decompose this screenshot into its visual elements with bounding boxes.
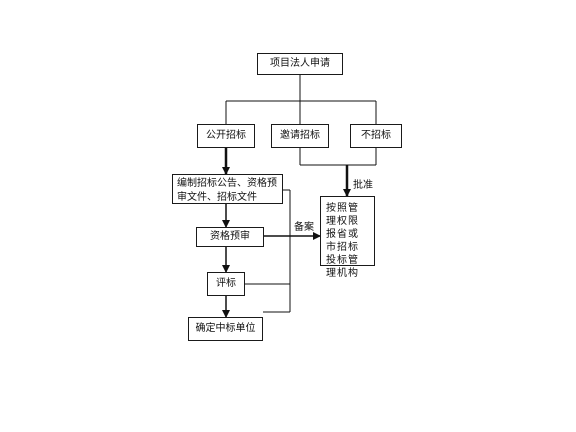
node-evaluation: 评标 [207, 272, 245, 296]
node-prequalification: 资格预审 [196, 227, 264, 247]
node-authority: 按照管理权限报省或市招标投标管理机构 [320, 196, 375, 279]
node-open-bidding: 公开招标 [197, 124, 255, 148]
edge-label-filing: 备案 [294, 222, 314, 233]
node-prepare-docs: 编制招标公告、资格预审文件、招标文件 [172, 174, 283, 204]
edge-label-approval: 批准 [353, 180, 373, 191]
node-determine-winner: 确定中标单位 [188, 317, 263, 341]
node-no-bidding: 不招标 [350, 124, 402, 148]
node-applicant: 项目法人申请 [257, 53, 343, 75]
node-invited-bidding: 邀请招标 [271, 124, 329, 148]
